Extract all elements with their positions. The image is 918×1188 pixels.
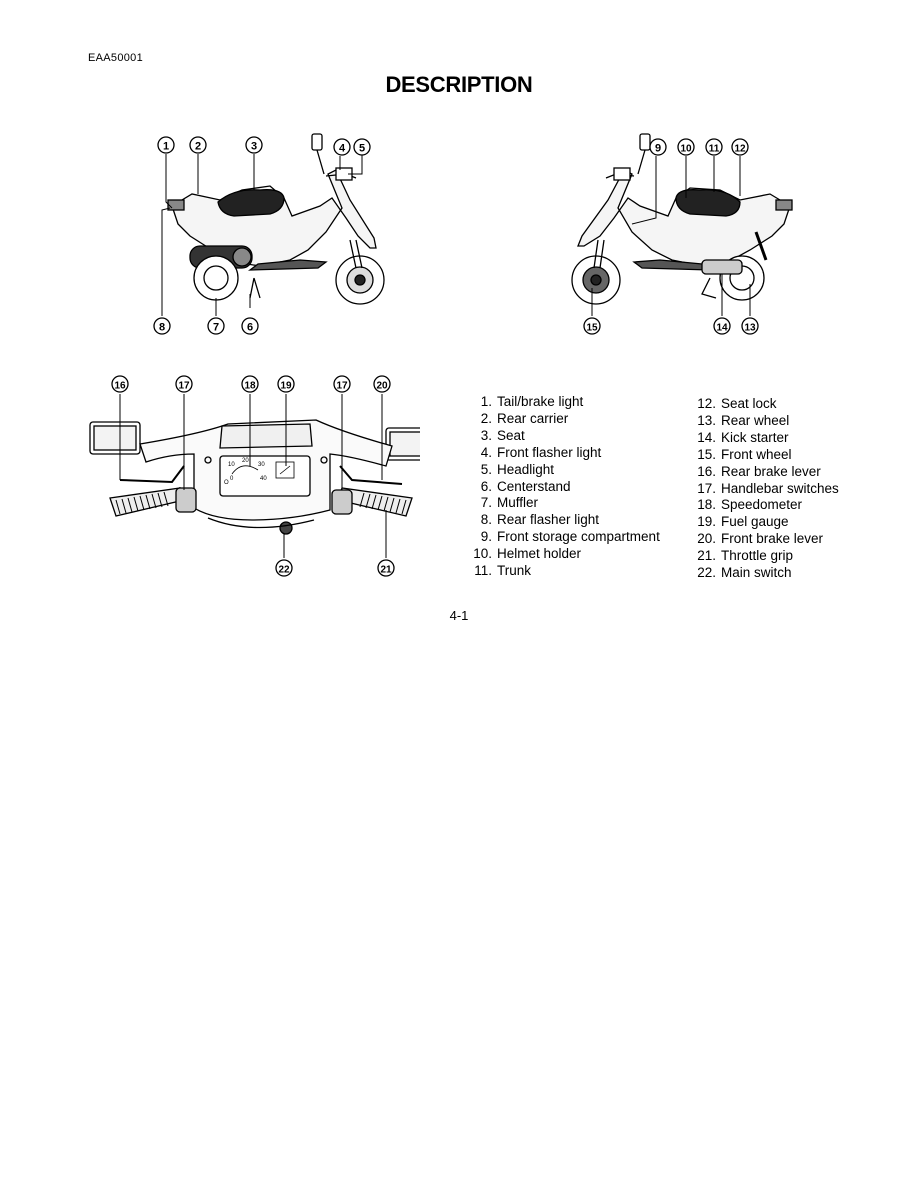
svg-text:8: 8 [159,322,165,334]
parts-legend-left: 1.Tail/brake light 2.Rear carrier 3.Seat… [468,394,660,580]
callout-1-marker: 1 [157,136,175,154]
svg-text:9: 9 [655,143,661,155]
speedo-mark-0: 0 [230,476,234,482]
svg-text:11: 11 [709,144,720,155]
legend-item: 12.Seat lock [697,396,777,411]
callout-20-marker: 20 [373,375,391,393]
legend-item: 6.Centerstand [480,478,571,494]
legend-item: 5.Headlight [480,461,555,477]
legend-item: 19.Fuel gauge [697,514,789,530]
legend-item: 3.Seat [480,427,525,443]
legend-item: 17.Handlebar switches [697,480,839,496]
svg-text:22: 22 [278,565,290,576]
svg-text:19: 19 [280,381,292,392]
svg-text:4: 4 [339,143,346,155]
handlebar-illustration: 10 20 30 40 0 O 16 17 18 19 17 20 21 22 [80,370,420,580]
svg-text:15: 15 [586,323,598,334]
callout-17-right-marker: 17 [333,375,351,393]
legend-item: 21.Throttle grip [697,548,794,564]
svg-text:21: 21 [380,565,392,576]
speedo-mark-o: O [224,480,229,486]
callout-22-marker: 22 [275,559,293,577]
svg-text:3: 3 [251,141,257,153]
svg-text:16: 16 [114,381,126,392]
scooter-left-side-illustration: 1 2 3 4 5 6 7 8 [150,128,400,343]
callout-19-marker: 19 [277,375,295,393]
callout-21-marker: 21 [377,559,395,577]
callout-18-marker: 18 [241,375,259,393]
legend-item: 11.Trunk [474,563,532,579]
callout-6-marker: 6 [241,317,259,335]
speedo-mark-20: 20 [242,458,249,464]
legend-item: 1.Tail/brake light [480,394,584,409]
callout-13-marker: 13 [741,317,759,335]
legend-item: 16.Rear brake lever [697,463,821,479]
legend-item: 18.Speedometer [697,497,803,513]
svg-text:10: 10 [680,144,692,155]
page-title: DESCRIPTION [385,72,533,97]
callout-10-marker: 10 [677,138,695,156]
svg-text:1: 1 [163,141,169,153]
legend-item: 13.Rear wheel [697,412,790,428]
callout-16-marker: 16 [111,375,129,393]
callout-14-marker: 14 [713,317,731,335]
legend-item: 2.Rear carrier [480,410,569,426]
svg-text:20: 20 [376,381,388,392]
svg-text:6: 6 [247,322,253,334]
legend-item: 7.Muffler [480,495,539,511]
speedo-mark-10: 10 [228,462,235,468]
callout-17-left-marker: 17 [175,375,193,393]
callout-15-marker: 15 [583,317,601,335]
svg-text:13: 13 [744,323,756,334]
svg-text:2: 2 [195,141,201,153]
legend-item: 8.Rear flasher light [480,512,600,528]
legend-item: 14.Kick starter [697,429,789,445]
svg-text:17: 17 [178,381,190,392]
svg-text:5: 5 [359,143,365,155]
legend-item: 15.Front wheel [697,446,792,462]
legend-item: 4.Front flasher light [480,444,602,460]
callout-3-marker: 3 [245,136,263,154]
svg-text:18: 18 [244,381,256,392]
svg-text:17: 17 [336,381,348,392]
page-number: 4-1 [449,608,469,623]
legend-item: 10.Helmet holder [473,546,582,562]
document-code: EAA50001 [88,52,143,64]
legend-item: 9.Front storage compartment [480,529,660,545]
parts-legend-right: 12.Seat lock 13.Rear wheel 14.Kick start… [692,396,839,582]
callout-8-marker: 8 [153,317,171,335]
svg-text:14: 14 [716,323,728,334]
callout-4-marker: 4 [333,138,351,156]
svg-text:12: 12 [734,144,746,155]
callout-12-marker: 12 [731,138,749,156]
callout-11-marker: 11 [705,138,723,156]
legend-item: 22.Main switch [697,565,792,581]
speedo-mark-40: 40 [260,476,267,482]
callout-7-marker: 7 [207,317,225,335]
callout-2-marker: 2 [189,136,207,154]
speedo-mark-30: 30 [258,462,265,468]
scooter-right-side-illustration: 9 10 11 12 13 14 15 [560,128,810,343]
legend-item: 20.Front brake lever [697,531,824,547]
callout-9-marker: 9 [649,138,667,156]
callout-5-marker: 5 [353,138,371,156]
svg-text:7: 7 [213,322,219,334]
